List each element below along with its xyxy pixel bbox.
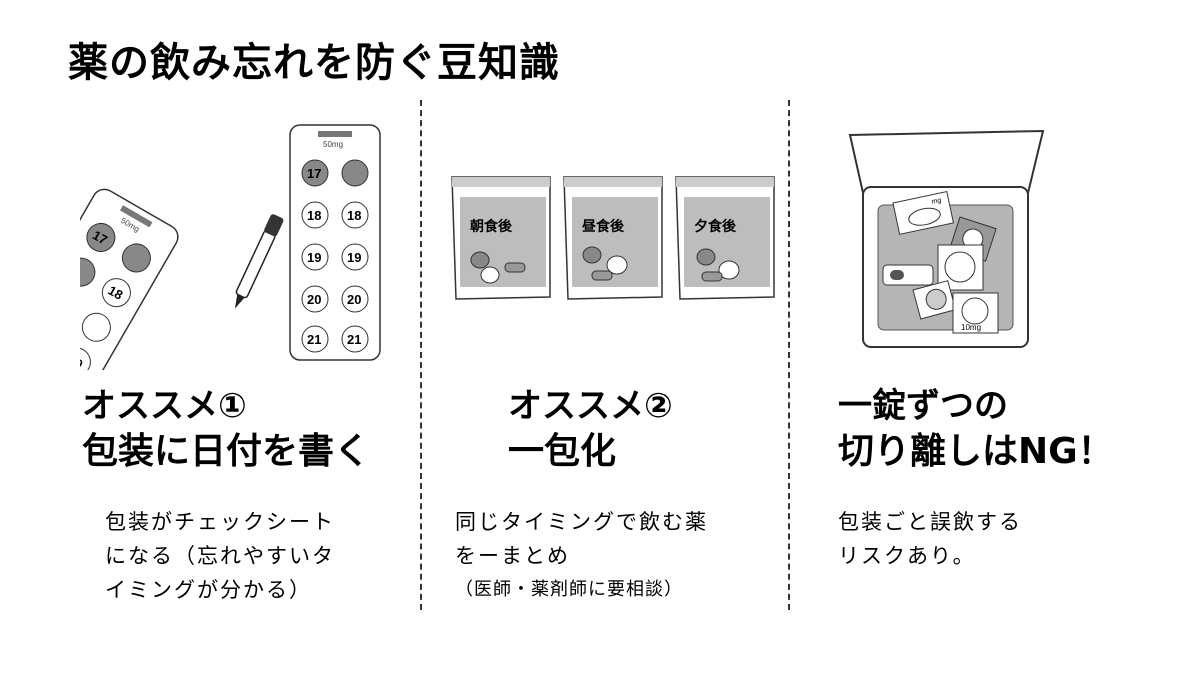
date-label-18: 18 xyxy=(347,208,361,223)
medicine-packets-illustration: 朝食後 昼食後 夕食後 xyxy=(451,176,775,300)
date-label-17: 17 xyxy=(90,227,110,247)
warning-line2: 切り離しはNG！ xyxy=(838,431,1114,472)
page-title: 薬の飲み忘れを防ぐ豆知識 xyxy=(68,40,560,86)
warning-line1: 一錠ずつの xyxy=(838,386,1008,426)
date-label-19: 19 xyxy=(307,250,321,265)
blister-cell xyxy=(80,222,151,370)
packet-lunch: 昼食後 xyxy=(563,176,663,300)
packet-morning: 朝食後 xyxy=(451,176,551,300)
marker-pen-icon xyxy=(234,214,284,309)
warning-body: 包装ごと誤飲する リスクあり。 xyxy=(838,510,1022,568)
tip2-body: 同じタイミングで飲む薬 をーまとめ （医師・薬剤師に要相談） xyxy=(455,510,708,600)
tip1-body: 包装がチェックシート になる（忘れやすいタ イミングが分かる） xyxy=(105,510,335,602)
tip1-label: オススメ① xyxy=(82,386,247,426)
tip2-heading: オススメ② 一包化 xyxy=(508,383,673,475)
blister-dose-label: 50mg xyxy=(323,140,343,149)
svg-text:昼食後: 昼食後 xyxy=(582,218,625,235)
svg-text:夕食後: 夕食後 xyxy=(694,218,737,235)
date-label-19: 19 xyxy=(347,250,361,265)
date-label-18: 18 xyxy=(307,208,321,223)
date-label-18: 18 xyxy=(105,283,125,303)
tip1-title: 包装に日付を書く xyxy=(82,431,371,472)
date-label-21: 21 xyxy=(347,332,361,347)
blister-pack-illustration: 50mg 17 18 19 20 50mg 17 18 18 xyxy=(80,124,381,370)
tip2-label: オススメ② xyxy=(508,386,673,426)
column-divider xyxy=(788,100,790,610)
date-label-20: 20 xyxy=(347,292,361,307)
blister-cell xyxy=(301,159,369,353)
dose-label: mg xyxy=(931,197,942,206)
date-label-20: 20 xyxy=(80,352,85,370)
tip2-title: 一包化 xyxy=(508,431,617,472)
date-label-17: 17 xyxy=(307,166,321,181)
warning-heading: 一錠ずつの 切り離しはNG！ xyxy=(838,383,1114,475)
dose-label: 10mg xyxy=(961,323,981,332)
date-label-21: 21 xyxy=(307,332,321,347)
packet-dinner: 夕食後 xyxy=(675,176,775,300)
tip1-heading: オススメ① 包装に日付を書く xyxy=(82,383,370,475)
column-divider xyxy=(420,100,422,610)
date-label-20: 20 xyxy=(307,292,321,307)
svg-text:朝食後: 朝食後 xyxy=(470,218,513,235)
pill-box-illustration: mg 10mg xyxy=(848,129,1045,348)
